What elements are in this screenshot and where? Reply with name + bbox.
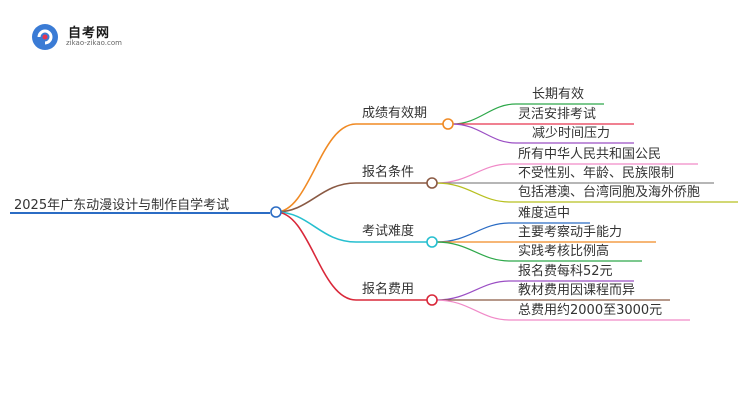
branch-topic-2[interactable]: 报名条件 xyxy=(362,165,415,180)
leaf-topic[interactable]: 教材费用因课程而异 xyxy=(518,283,636,298)
leaf-topic[interactable]: 灵活安排考试 xyxy=(518,107,597,122)
leaf-topic[interactable]: 总费用约2000至3000元 xyxy=(518,303,663,318)
branch-topic-4[interactable]: 报名费用 xyxy=(362,282,415,297)
leaf-topic[interactable]: 长期有效 xyxy=(532,87,585,102)
leaf-topic[interactable]: 包括港澳、台湾同胞及海外侨胞 xyxy=(518,185,701,200)
logo-name: 自考网 xyxy=(68,26,111,41)
site-logo[interactable]: 自考网 zikao-zikao.com xyxy=(30,20,140,54)
branch-node-dot-2 xyxy=(426,177,438,189)
branch-node-dot-3 xyxy=(426,236,438,248)
branch-node-dot-1 xyxy=(442,118,454,130)
branch-connector-3 xyxy=(275,211,428,243)
leaf-topic[interactable]: 难度适中 xyxy=(518,206,571,221)
branch-connector-1 xyxy=(275,123,444,213)
branch-topic-3[interactable]: 考试难度 xyxy=(362,224,415,239)
branch-node-dot-4 xyxy=(426,294,438,306)
leaf-topic[interactable]: 实践考核比例高 xyxy=(518,244,610,259)
leaf-topic[interactable]: 所有中华人民共和国公民 xyxy=(518,147,662,162)
leaf-topic[interactable]: 主要考察动手能力 xyxy=(518,225,623,240)
logo-url: zikao-zikao.com xyxy=(66,39,122,47)
branch-topic-1[interactable]: 成绩有效期 xyxy=(362,106,428,121)
leaf-topic[interactable]: 报名费每科52元 xyxy=(518,264,613,279)
branch-connector-2 xyxy=(275,182,428,213)
branch-connector-4 xyxy=(275,211,428,301)
logo-mark-icon xyxy=(32,24,58,50)
leaf-topic[interactable]: 减少时间压力 xyxy=(532,126,611,141)
root-topic[interactable]: 2025年广东动漫设计与制作自学考试 xyxy=(14,198,230,213)
root-node-dot xyxy=(270,206,282,218)
leaf-topic[interactable]: 不受性别、年龄、民族限制 xyxy=(518,166,675,181)
